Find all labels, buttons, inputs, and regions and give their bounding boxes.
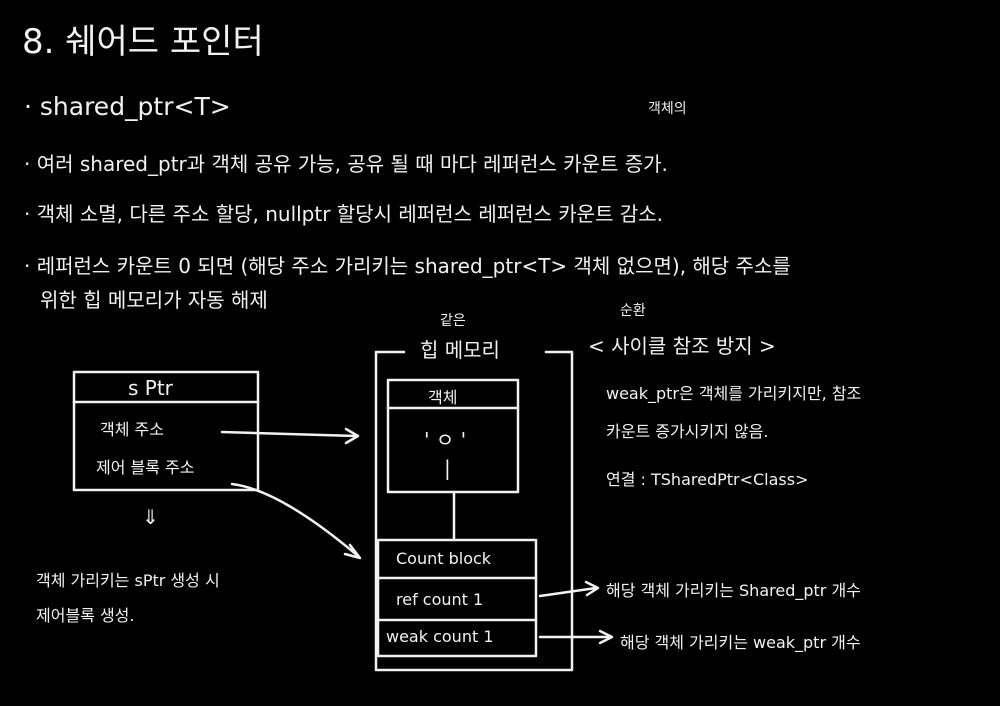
arrow-ref-description [538, 586, 598, 598]
bullet-note-object: 객체의 [648, 101, 687, 117]
down-arrow: ⇓ [142, 505, 159, 529]
count-block-box [376, 538, 538, 658]
arrow-object-address [220, 430, 358, 438]
heap-memory-label: 힙 메모리 [420, 338, 500, 362]
left-note-line2: 제어블록 생성. [36, 606, 135, 625]
arrow-object-address-head [344, 427, 360, 445]
bullet-release-line2: 위한 힙 메모리가 자동 해제 [40, 288, 268, 312]
object-content: ' ㅇ ' [424, 428, 467, 452]
sptr-object-address: 객체 주소 [100, 420, 164, 439]
ref-count: ref count 1 [396, 590, 484, 609]
weak-note-line1: weak_ptr은 객체를 가리키지만, 참조 [606, 384, 862, 403]
cycle-title: < 사이클 참조 방지 > [588, 334, 776, 358]
sptr-control-block-address: 제어 블록 주소 [96, 458, 195, 477]
weak-note-line2: 카운트 증가시키지 않음. [606, 422, 769, 441]
bullet-shared-ptr: · shared_ptr<T> [24, 92, 231, 121]
page-title: 8. 쉐어드 포인터 [22, 22, 264, 62]
bullet-sharing: · 여러 shared_ptr과 객체 공유 가능, 공유 될 때 마다 레퍼런… [24, 152, 668, 176]
arrow-ref-description-head [584, 580, 600, 597]
sptr-box [72, 370, 260, 492]
alias-note: 연결 : TSharedPtr<Class> [606, 470, 809, 489]
sptr-box-title: s Ptr [128, 376, 173, 400]
weak-count: weak count 1 [386, 627, 494, 646]
arrow-control-block-address [230, 482, 360, 558]
arrow-weak-description-head [598, 629, 614, 645]
count-block-title: Count block [396, 549, 492, 568]
heap-note: 같은 [440, 313, 466, 329]
bullet-decrease: · 객체 소멸, 다른 주소 할당, nullptr 할당시 레퍼런스 레퍼런스… [24, 202, 663, 226]
weak-count-description: 해당 객체 가리키는 weak_ptr 개수 [620, 633, 861, 652]
cycle-note: 순환 [620, 303, 646, 319]
object-bar: | [444, 456, 451, 480]
left-note-line1: 객체 가리키는 sPtr 생성 시 [36, 571, 220, 590]
heap-memory-frame [374, 350, 574, 672]
ref-count-description: 해당 객체 가리키는 Shared_ptr 개수 [606, 581, 861, 600]
bullet-release-line1: · 레퍼런스 카운트 0 되면 (해당 주소 가리키는 shared_ptr<T… [24, 254, 791, 278]
object-box [386, 378, 520, 494]
arrow-control-block-address-head [343, 543, 362, 560]
object-box-title: 객체 [428, 388, 458, 407]
